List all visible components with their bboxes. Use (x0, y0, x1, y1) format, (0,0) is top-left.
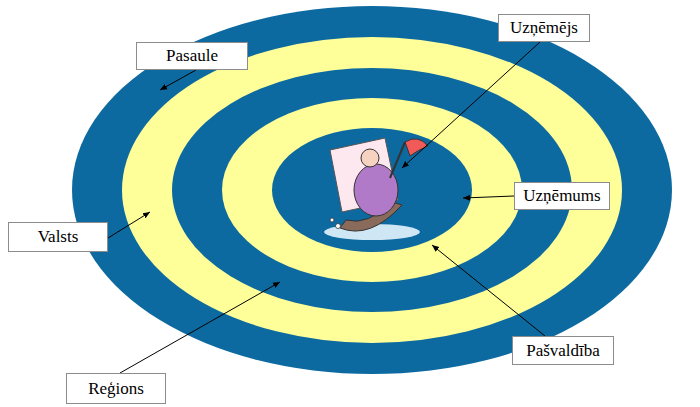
label-box: Valsts (8, 222, 108, 252)
country-ring (122, 37, 622, 343)
label-box: Pašvaldība (512, 336, 614, 365)
world-ring (72, 6, 672, 374)
label-box: Pasaule (136, 42, 248, 70)
label-text: Reģions (88, 379, 144, 399)
label-box: Uzņēmums (514, 182, 610, 210)
label-text: Uzņēmējs (510, 18, 578, 38)
leader-line (160, 70, 196, 90)
municipality-ring (222, 98, 522, 282)
entrepreneur-clipart (324, 138, 428, 240)
label-box: Uzņēmējs (498, 14, 590, 42)
label-text: Pašvaldība (526, 341, 600, 361)
label-text: Valsts (38, 227, 79, 247)
figure-body (354, 164, 398, 216)
leader-line (402, 42, 540, 168)
label-box: Reģions (66, 373, 166, 404)
region-ring (172, 68, 572, 312)
label-text: Pasaule (166, 46, 218, 66)
flag-pole (390, 142, 405, 178)
figure-head (361, 149, 379, 167)
leader-line (120, 282, 280, 373)
label-text: Uzņēmums (523, 186, 600, 206)
leader-line (432, 245, 545, 336)
company-ring (272, 128, 472, 252)
water-drop (336, 224, 341, 229)
leader-line (463, 196, 514, 198)
leader-line (108, 212, 150, 238)
water-drop (330, 218, 334, 222)
